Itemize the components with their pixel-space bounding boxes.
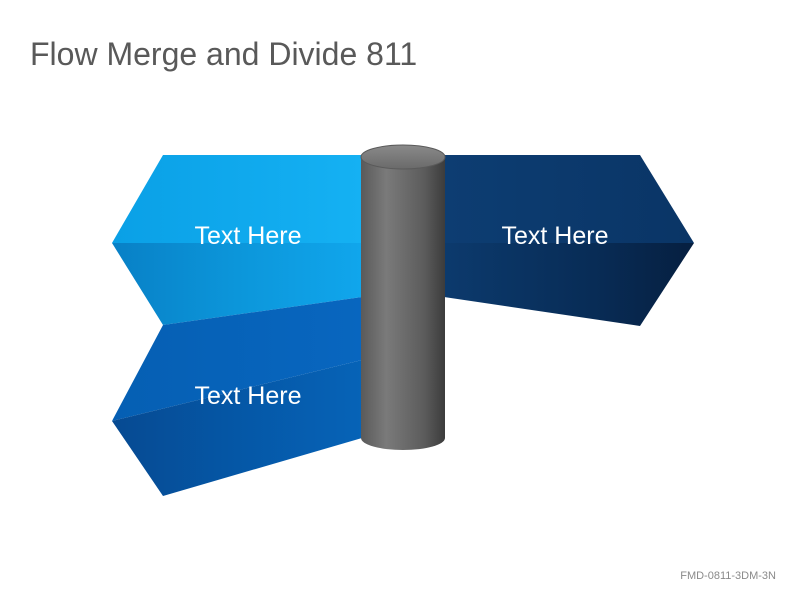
arrow-top-left-label: Text Here xyxy=(195,222,302,250)
arrow-right-label: Text Here xyxy=(502,222,609,250)
arrow-top-left: Text Here xyxy=(112,155,362,325)
cylinder-hub xyxy=(360,144,446,450)
slide-title: Flow Merge and Divide 811 xyxy=(30,36,418,72)
slide-footer-code: FMD-0811-3DM-3N xyxy=(680,570,776,582)
arrow-right: Text Here xyxy=(444,155,694,326)
arrow-bottom-left-label: Text Here xyxy=(195,382,302,410)
arrow-bottom-left: Text Here xyxy=(112,297,362,496)
